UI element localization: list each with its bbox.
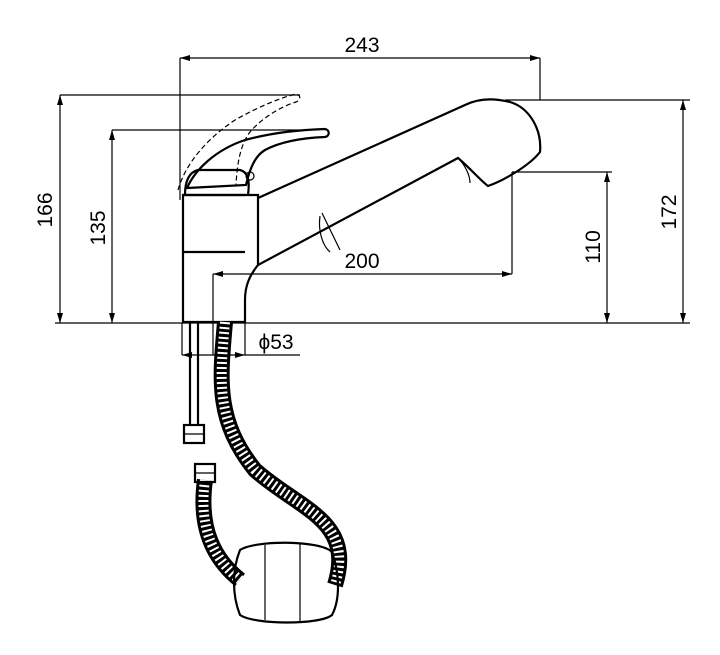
dim-total-height-right: 172 <box>658 194 681 229</box>
dim-base-diameter: ϕ53 <box>258 331 293 354</box>
dim-handle-height: 135 <box>87 210 110 245</box>
flexible-hose <box>193 321 348 588</box>
pull-out-spout <box>257 98 542 266</box>
faucet-body <box>181 168 260 324</box>
dim-spout-reach: 200 <box>344 250 379 273</box>
lever-handle <box>177 93 330 191</box>
dimension-lines <box>55 55 690 358</box>
hose-counterweight <box>232 541 340 624</box>
dim-outlet-height: 110 <box>582 230 605 263</box>
supply-pipe <box>182 322 206 445</box>
dim-overall-length: 243 <box>344 34 379 57</box>
dim-total-height-left: 166 <box>34 192 57 227</box>
